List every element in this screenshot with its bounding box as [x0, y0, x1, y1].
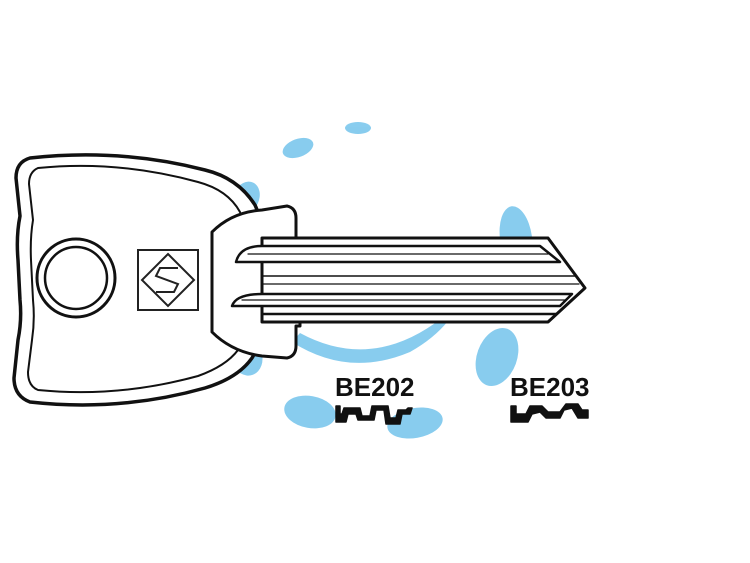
watermark-arc — [292, 282, 466, 363]
profile-be202-shape — [335, 405, 413, 425]
profile-label-be203: BE203 — [510, 372, 590, 402]
diamond-s-brand-logo-icon — [137, 249, 199, 311]
watermark-blob — [282, 137, 314, 159]
key-ring-hole-inner — [43, 245, 109, 311]
watermark-blob — [475, 327, 519, 387]
watermark-blob — [284, 395, 336, 429]
watermark-blob — [345, 122, 371, 134]
profile-be203-shape — [510, 403, 589, 423]
profile-label-be202: BE202 — [335, 372, 415, 402]
key-head-inner — [27, 164, 247, 394]
